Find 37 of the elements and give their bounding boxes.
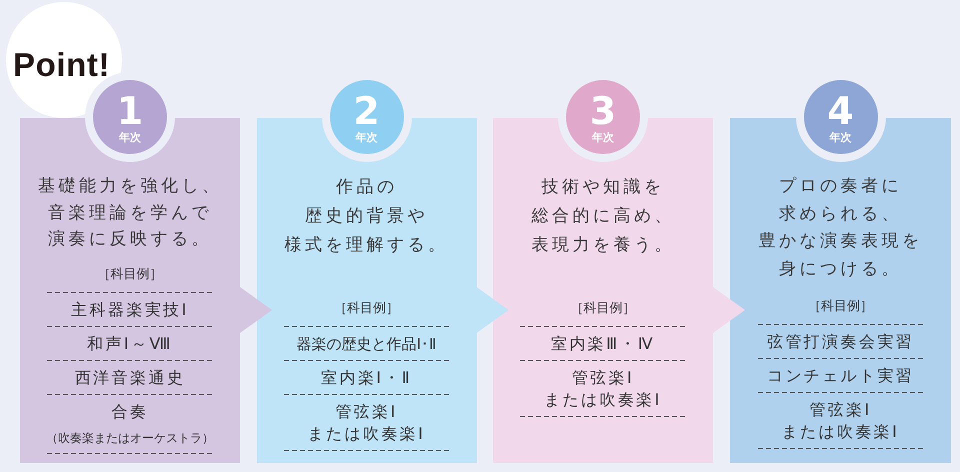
year-label: 年次: [592, 131, 614, 145]
subject-heading: ［科目例］: [334, 300, 399, 318]
arrow: [476, 287, 508, 333]
subject-item: 室内楽Ⅰ・Ⅱ: [321, 367, 412, 389]
subject-item: 弦管打演奏会実習: [766, 331, 914, 353]
year-label: 年次: [119, 131, 141, 145]
year-badge: [93, 80, 167, 154]
subject-item: 主科器楽実技Ⅰ: [71, 299, 189, 321]
description-text: 作品の歴史的背景や様式を理解する。: [284, 176, 448, 257]
arrow: [713, 287, 745, 333]
subject-item: 器楽の歴史と作品Ⅰ･Ⅱ: [296, 334, 436, 355]
subject-item: 室内楽Ⅲ・Ⅳ: [550, 333, 656, 355]
subject-note: （吹奏楽またはオーケストラ）: [46, 430, 214, 447]
subject-item: 管弦楽Ⅰまたは吹奏楽Ⅰ: [782, 399, 900, 443]
arrow: [240, 287, 272, 333]
year-number: 3: [590, 92, 616, 130]
year-label: 年次: [356, 131, 378, 145]
description-text: 技術や知識を総合的に高め、表現力を養う。: [531, 176, 675, 257]
year-badge: [330, 80, 404, 154]
subject-item: 管弦楽Ⅰまたは吹奏楽Ⅰ: [308, 401, 426, 445]
subject-item: コンチェルト実習: [766, 365, 914, 387]
description-text: プロの奏者に求められる、豊かな演奏表現を身につける。: [758, 175, 922, 282]
description-text: 基礎能力を強化し、音楽理論を学んで演奏に反映する。: [38, 175, 222, 251]
subject-item: 和声Ⅰ～Ⅷ: [87, 333, 173, 355]
subject-heading: ［科目例］: [98, 266, 162, 284]
year-badge: [804, 80, 878, 154]
year-number: 1: [116, 92, 144, 130]
subject-item: 西洋音楽通史: [74, 367, 186, 389]
subject-item: 管弦楽Ⅰまたは吹奏楽Ⅰ: [544, 367, 662, 411]
year-number: 4: [827, 92, 854, 130]
subject-item: 合奏: [112, 401, 148, 423]
year-label: 年次: [830, 131, 852, 145]
point-label: Point!: [13, 48, 110, 81]
year-badge: [566, 80, 640, 154]
subject-heading: ［科目例］: [808, 298, 873, 316]
year-number: 2: [353, 92, 380, 130]
subject-heading: ［科目例］: [570, 300, 636, 318]
